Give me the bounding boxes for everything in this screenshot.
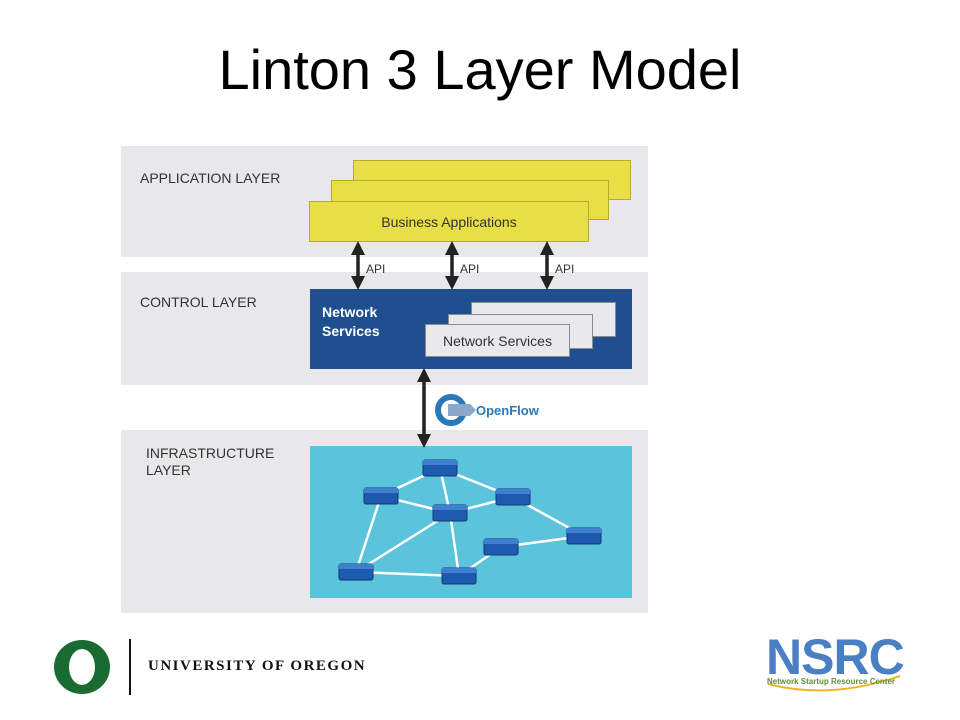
application-layer-label: APPLICATION LAYER	[140, 170, 281, 186]
nsrc-logo: NSRC	[766, 629, 905, 685]
network-switch-icon	[441, 567, 477, 585]
university-of-oregon-wordmark: UNIVERSITY OF OREGON	[148, 658, 367, 674]
api-label-1: API	[366, 262, 386, 276]
network-switch-icon	[422, 459, 458, 477]
openflow-label: OpenFlow	[476, 403, 539, 418]
nsrc-swoosh-icon	[767, 675, 901, 692]
api-label-2: API	[460, 262, 480, 276]
network-services-label: Network Services	[443, 332, 552, 349]
control-layer-label: CONTROL LAYER	[140, 294, 257, 310]
footer-divider	[129, 639, 131, 695]
nsrc-tagline: Network Startup Resource Center	[767, 677, 896, 686]
slide-title: Linton 3 Layer Model	[218, 38, 742, 101]
network-links	[354, 466, 585, 578]
business-application-card-front: Business Applications	[309, 201, 589, 242]
network-switch-icon	[495, 488, 531, 506]
network-switch-nodes	[338, 459, 602, 585]
university-of-oregon-logo-icon	[54, 640, 110, 694]
network-service-card-front: Network Services	[425, 324, 570, 357]
api-label-3: API	[555, 262, 575, 276]
network-switch-icon	[566, 527, 602, 545]
network-switch-icon	[483, 538, 519, 556]
infrastructure-layer-label-line2: LAYER	[146, 462, 191, 478]
network-switch-icon	[432, 504, 468, 522]
infrastructure-layer-label-line1: INFRASTRUCTURE	[146, 445, 275, 461]
network-switch-icon	[363, 487, 399, 505]
business-applications-label: Business Applications	[381, 213, 517, 230]
control-box-title-line2: Services	[322, 323, 380, 339]
network-switch-icon	[338, 563, 374, 581]
openflow-logo-icon	[435, 394, 476, 426]
control-box-title-line1: Network	[322, 304, 378, 320]
